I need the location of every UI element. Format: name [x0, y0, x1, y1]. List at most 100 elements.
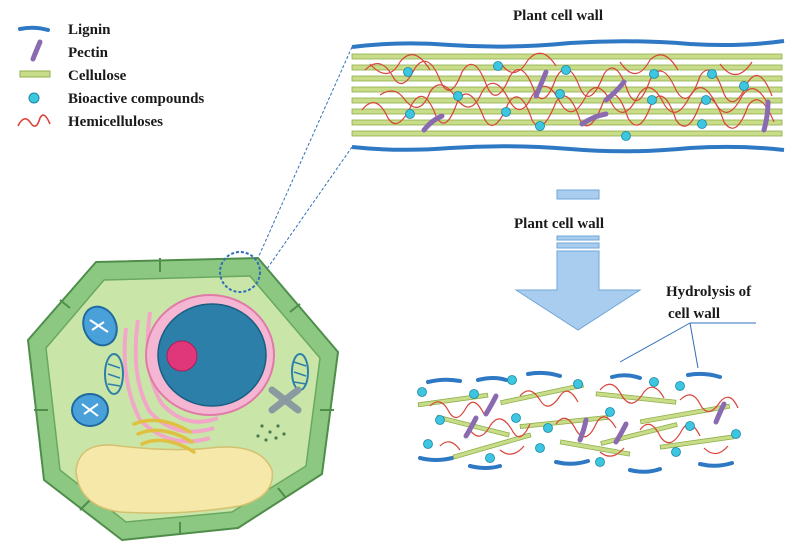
arrow-band-1: [556, 235, 600, 241]
ribosome: [276, 424, 280, 428]
pointer-line-b: [689, 322, 699, 369]
bioactive-compounds-top: [403, 61, 749, 141]
intact-cell-wall: [351, 39, 785, 154]
pectin-molecule: [761, 99, 771, 133]
bioactive-compound: [485, 453, 495, 463]
er-membrane: [122, 327, 211, 444]
legend-item-pectin: Pectin: [30, 39, 109, 62]
plasmodesma: [277, 487, 287, 499]
cytoskeleton-cross: [268, 386, 302, 414]
nucleolus: [166, 340, 198, 372]
golgi-cisterna: [136, 428, 194, 444]
bioactive-compound: [453, 91, 463, 101]
bioactive-compound: [555, 89, 565, 99]
bottom-panel-title-line2: cell wall: [668, 306, 720, 322]
cellulose-fragment: [595, 391, 677, 405]
lignin-fragment: [476, 376, 508, 382]
cellulose-fragment: [559, 439, 631, 457]
bioactive-compound: [405, 109, 415, 119]
hydrolysis-arrow: Plant cell wall: [514, 189, 642, 331]
legend-label-hemicellulose: Hemicelluloses: [68, 114, 163, 130]
bioactive-compound: [501, 107, 511, 117]
cellulose-fragment: [500, 382, 584, 406]
hemicellulose-icon: [17, 114, 51, 127]
bioactive-compound: [535, 121, 545, 131]
lignin-fragment: [468, 464, 502, 470]
vacuole: [75, 444, 274, 514]
cellulose-fragment: [452, 432, 532, 460]
bioactive-compound: [535, 443, 545, 453]
lignin-fragment: [628, 467, 662, 474]
golgi-apparatus: [132, 418, 196, 454]
bioactive-compound: [423, 439, 433, 449]
lignin-fragment: [418, 456, 454, 462]
pectin-molecule: [533, 69, 549, 99]
cellulose-strand: [351, 130, 783, 137]
bottom-panel-title-line1: Hydrolysis of: [666, 284, 752, 300]
bioactive-compound: [685, 421, 695, 431]
hemicellulose-fragment: [519, 390, 579, 407]
lignin-fragments: [418, 370, 734, 474]
bioactive-compound-icon: [28, 92, 40, 104]
pectin-molecule: [421, 113, 445, 133]
pectin-molecules: [421, 69, 771, 133]
arrow-top-bar: [556, 189, 600, 200]
legend-item-lignin: Lignin: [18, 22, 111, 38]
lignin-icon: [18, 25, 50, 32]
bioactive-compound: [595, 457, 605, 467]
hemicellulose-fragment: [469, 418, 531, 438]
zoom-line-upper: [257, 46, 353, 259]
hemicellulose-fragment: [439, 441, 729, 457]
legend-item-bioactive: Bioactive compounds: [28, 91, 204, 107]
ribosome: [268, 430, 272, 434]
bioactive-compound: [649, 377, 659, 387]
ribosome: [264, 438, 268, 442]
hydrolyzed-cell-wall: [417, 370, 741, 474]
bioactive-compound: [675, 381, 685, 391]
ribosome: [274, 436, 278, 440]
bioactive-compound: [573, 379, 583, 389]
chloroplast-thylakoid: [81, 319, 109, 417]
zoom-line-lower: [254, 146, 353, 287]
legend-item-hemicellulose: Hemicelluloses: [17, 114, 163, 130]
legend-label-bioactive: Bioactive compounds: [68, 91, 204, 107]
bioactive-compound: [561, 65, 571, 75]
mitochondrion-cristae: [293, 361, 307, 385]
arrow-band-2: [556, 242, 600, 249]
lignin-fragment: [426, 377, 462, 384]
ribosomes: [256, 424, 286, 442]
lignin-top-boundary: [351, 39, 785, 49]
bioactive-compounds-released: [417, 375, 741, 467]
nucleus: [157, 303, 267, 407]
zoom-connector: [254, 46, 353, 287]
mitochondrion: [104, 353, 124, 395]
zoom-circle: [219, 251, 261, 293]
hemicellulose-fragment: [555, 416, 617, 438]
bioactive-compound: [493, 61, 503, 71]
bioactive-compound: [621, 131, 631, 141]
legend-label-lignin: Lignin: [68, 22, 111, 38]
cellulose-strand: [351, 75, 783, 82]
cellulose-fragments: [417, 382, 735, 460]
hemicellulose-fragment: [599, 383, 665, 404]
hemicellulose-fragment: [429, 401, 485, 419]
pectin-fragment: [713, 401, 727, 425]
mitochondria: [104, 353, 309, 395]
bioactive-compound: [511, 413, 521, 423]
pectin-fragments: [463, 393, 727, 445]
bioactive-compound: [731, 429, 741, 439]
lignin-fragment: [554, 459, 590, 466]
cellulose-icon: [19, 70, 51, 78]
bioactive-compound: [739, 81, 749, 91]
plasmodesmata: [34, 258, 334, 535]
bioactive-compound: [507, 375, 517, 385]
cellulose-strand: [351, 119, 783, 126]
bioactive-compound: [403, 67, 413, 77]
lignin-fragment: [610, 373, 642, 380]
plasmodesma: [79, 499, 91, 511]
cellulose-strand: [351, 97, 783, 104]
pectin-fragment: [483, 393, 499, 417]
bioactive-compound: [605, 407, 615, 417]
pectin-fragment: [613, 421, 629, 445]
